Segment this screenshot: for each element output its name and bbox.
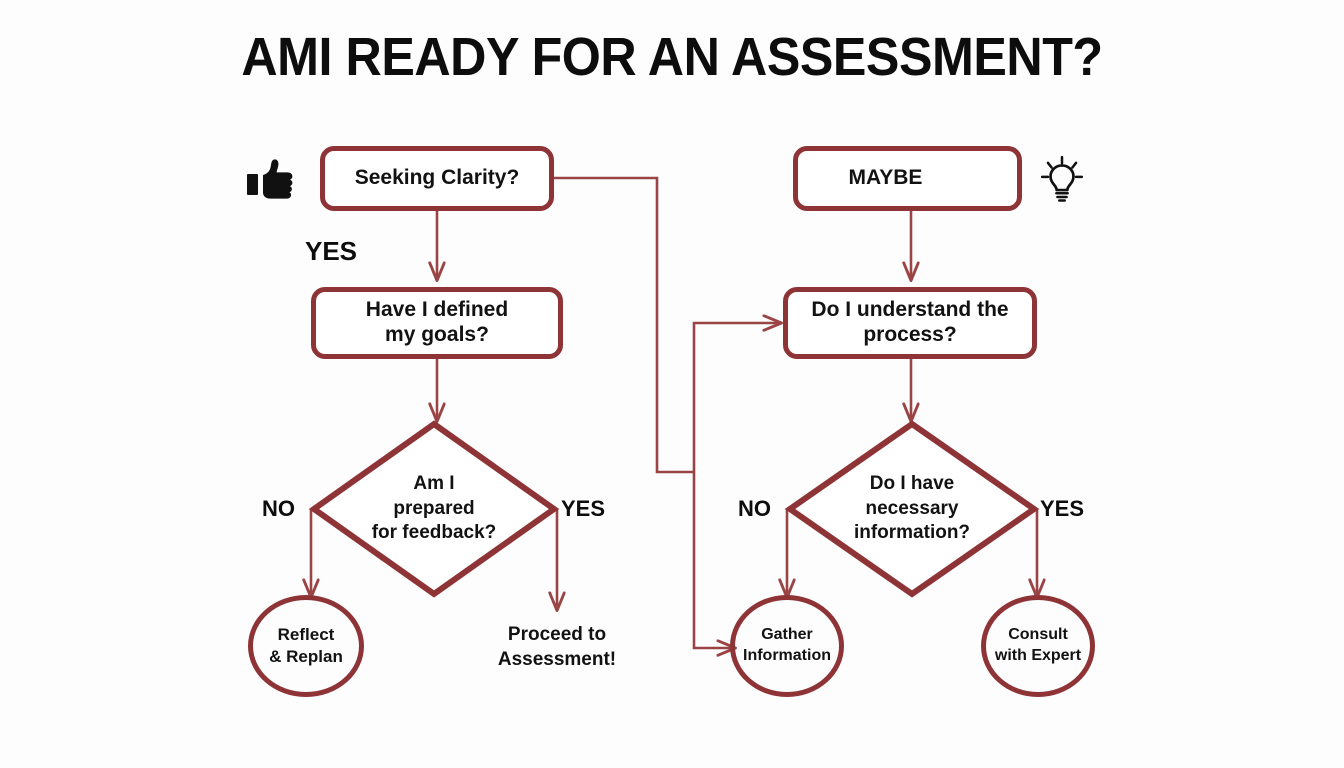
node-maybe[interactable]: MAYBE xyxy=(793,146,1022,211)
node-gather-information-label: Gather Information xyxy=(743,625,831,667)
node-do-i-understand-the-process[interactable]: Do I understand the process? xyxy=(783,287,1037,359)
edge-clarity-to-right-trunk xyxy=(553,176,694,474)
line-2: necessary xyxy=(865,497,959,519)
line-2: prepared xyxy=(393,497,475,519)
node-do-i-have-necessary-information[interactable]: Do I have necessary information? xyxy=(784,420,1040,598)
node-maybe-label: MAYBE xyxy=(848,166,923,190)
node-seeking-clarity[interactable]: Seeking Clarity? xyxy=(320,146,554,211)
line-3: information? xyxy=(853,522,971,544)
branch-note-yes: YES xyxy=(305,236,358,266)
node-have-i-defined-my-goals[interactable]: Have I defined my goals? xyxy=(311,287,563,359)
line-1: Proceed to xyxy=(507,624,607,645)
line-2: Assessment! xyxy=(497,649,617,671)
line-1: Have I defined xyxy=(365,298,509,322)
node-do-i-understand-the-process-label: Do I understand the process? xyxy=(811,298,1008,348)
node-consult-with-expert[interactable]: Consult with Expert xyxy=(981,595,1095,697)
line-1: Consult xyxy=(1008,626,1068,644)
node-reflect-and-replan-label: Reflect & Replan xyxy=(269,624,343,668)
edge-label-left-no: NO xyxy=(262,496,295,521)
line-1: Am I xyxy=(413,472,455,494)
edge-trunk-to-understand xyxy=(692,323,781,472)
node-am-i-prepared-for-feedback[interactable]: Am I prepared for feedback? xyxy=(308,420,560,598)
line-2: & Replan xyxy=(269,647,343,666)
line-2: my goals? xyxy=(385,323,489,346)
line-1: Do I have xyxy=(869,472,955,494)
line-2: process? xyxy=(863,323,957,346)
node-seeking-clarity-label: Seeking Clarity? xyxy=(354,166,520,190)
line-1: Reflect xyxy=(277,624,335,644)
line-2: with Expert xyxy=(994,647,1082,664)
node-gather-information[interactable]: Gather Information xyxy=(730,595,844,697)
edge-label-right-no: NO xyxy=(738,496,771,521)
thumbs-up-icon xyxy=(246,156,298,204)
node-proceed-to-assessment-label: Proceed to Assessment! xyxy=(498,624,616,670)
node-reflect-and-replan[interactable]: Reflect & Replan xyxy=(248,595,364,697)
page-title: AMI READY FOR AN ASSESSMENT? xyxy=(241,27,1103,87)
node-am-i-prepared-for-feedback-label: Am I prepared for feedback? xyxy=(311,421,557,597)
line-1: Gather xyxy=(761,626,813,644)
node-do-i-have-necessary-information-label: Do I have necessary information? xyxy=(787,421,1037,597)
edge-label-left-yes: YES xyxy=(561,496,606,521)
edge-label-right-yes: YES xyxy=(1040,496,1085,521)
node-consult-with-expert-label: Consult with Expert xyxy=(995,625,1081,667)
lightbulb-icon xyxy=(1038,155,1086,203)
edge-trunk-to-gather xyxy=(692,472,735,648)
line-3: for feedback? xyxy=(371,522,497,544)
line-2: Information xyxy=(743,647,831,664)
node-proceed-to-assessment[interactable]: Proceed to Assessment! xyxy=(457,622,657,672)
line-1: Do I understand the xyxy=(811,298,1009,322)
node-have-i-defined-my-goals-label: Have I defined my goals? xyxy=(366,298,508,348)
